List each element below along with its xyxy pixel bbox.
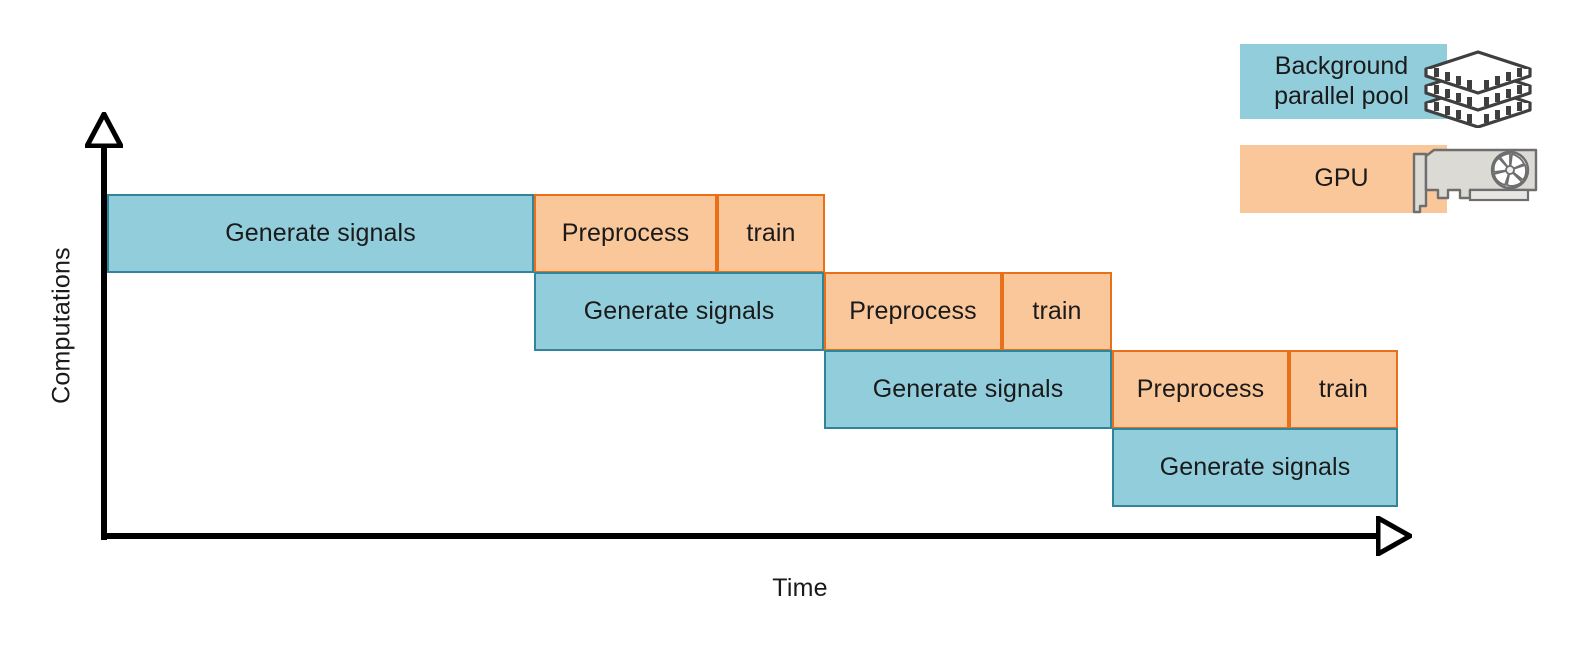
task-bar-label: train [1032, 297, 1082, 325]
task-bar-label: Generate signals [872, 375, 1064, 403]
task-bar-preprocess-row2: Preprocess [824, 272, 1002, 351]
task-bar-label: Preprocess [849, 297, 977, 325]
task-bar-generate-signals-row3: Generate signals [824, 350, 1112, 429]
y-axis-label: Computations [47, 247, 76, 404]
legend-label-pool: Background parallel pool [1274, 52, 1409, 111]
task-bar-generate-signals-row1: Generate signals [107, 194, 534, 273]
task-bar-preprocess-row1: Preprocess [534, 194, 717, 273]
y-axis-line [101, 140, 107, 540]
task-bar-label: Preprocess [1136, 375, 1265, 403]
task-bar-label: Generate signals [225, 219, 416, 247]
legend-swatch-pool: Background parallel pool [1240, 44, 1447, 119]
task-bar-label: train [746, 219, 796, 247]
x-axis-label: Time [772, 574, 828, 602]
task-bar-generate-signals-row4: Generate signals [1112, 428, 1398, 507]
task-bar-preprocess-row3: Preprocess [1112, 350, 1289, 429]
task-bar-train-row3: train [1289, 350, 1398, 429]
task-bar-train-row2: train [1002, 272, 1112, 351]
graphics-card-icon [1412, 148, 1538, 214]
legend-label-pool-line1: Background [1274, 52, 1409, 80]
task-bar-label: train [1318, 375, 1369, 403]
legend-label-pool-line2: parallel pool [1274, 81, 1409, 110]
legend-swatch-gpu: GPU [1240, 145, 1447, 213]
task-bar-label: Generate signals [583, 297, 775, 325]
task-bar-label: Preprocess [561, 219, 690, 247]
server-stack-icon [1424, 50, 1532, 128]
legend-label-gpu: GPU [1314, 164, 1369, 193]
task-bar-generate-signals-row2: Generate signals [534, 272, 824, 351]
x-axis-line [101, 533, 1386, 539]
up-arrow-icon [85, 112, 123, 148]
right-arrow-icon [1376, 516, 1412, 556]
task-bar-train-row1: train [717, 194, 825, 273]
task-bar-label: Generate signals [1159, 453, 1351, 481]
